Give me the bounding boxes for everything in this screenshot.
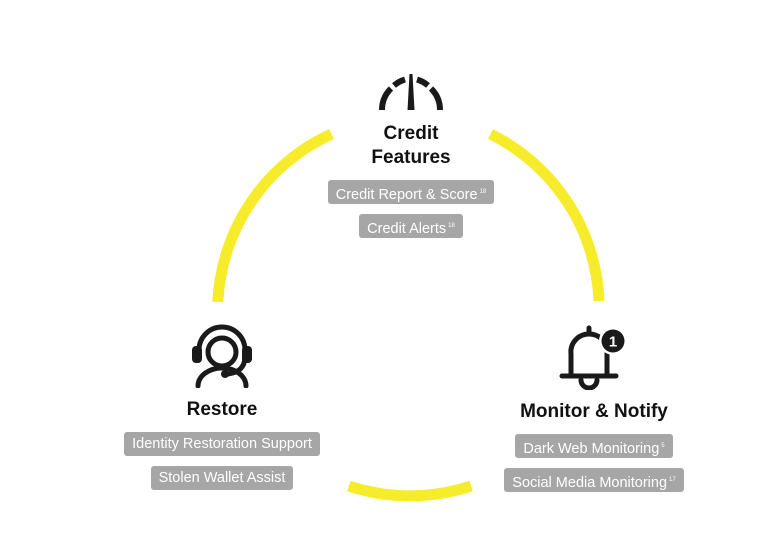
ring-arc-right [488, 129, 605, 302]
speedometer-gauge-icon [378, 74, 444, 111]
notification-badge-count: 1 [609, 334, 617, 351]
notification-badge [601, 329, 625, 353]
ring-arc-bottom [347, 480, 473, 502]
notification-bell-icon: 1 [559, 325, 627, 390]
credit-features-title: Credit Features [371, 123, 451, 168]
restore-node: Restore Identity Restoration Support Sto… [102, 318, 342, 490]
ring-arc-left [212, 128, 334, 303]
stolen-wallet-assist-chip: Stolen Wallet Assist [150, 466, 294, 490]
identity-restoration-support-chip: Identity Restoration Support [124, 432, 320, 456]
headset-support-agent-icon [192, 324, 252, 388]
monitor-notify-title: Monitor & Notify [520, 401, 668, 422]
restore-title: Restore [186, 399, 258, 420]
